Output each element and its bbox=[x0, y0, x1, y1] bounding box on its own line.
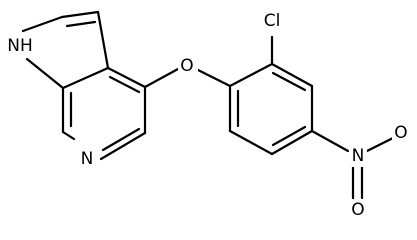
bond bbox=[61, 66, 110, 90]
atom-label-nitro-n: N bbox=[352, 146, 365, 166]
bond bbox=[60, 10, 100, 19]
label-background bbox=[3, 35, 37, 57]
bond bbox=[270, 129, 314, 156]
label-background bbox=[258, 9, 286, 33]
atom-label-nitro-o-top: O bbox=[394, 123, 407, 143]
bond bbox=[228, 129, 274, 156]
bond bbox=[270, 62, 314, 88]
bond bbox=[143, 67, 180, 89]
structure-diagram: NH N O Cl N O O bbox=[3, 9, 412, 221]
bond bbox=[61, 130, 76, 141]
atom-label-cl: Cl bbox=[264, 11, 281, 31]
bond bbox=[106, 66, 147, 89]
bond bbox=[96, 10, 110, 70]
bond bbox=[194, 67, 232, 88]
bond bbox=[99, 131, 147, 161]
label-background bbox=[178, 55, 198, 77]
bond-layer bbox=[21, 10, 395, 200]
bond bbox=[65, 20, 97, 28]
label-background bbox=[349, 145, 367, 167]
atom-label-pyridine-n: N bbox=[81, 149, 94, 169]
label-background bbox=[78, 148, 96, 170]
bond bbox=[25, 57, 65, 90]
bond bbox=[228, 62, 274, 88]
bond bbox=[271, 125, 307, 147]
bond bbox=[271, 71, 307, 92]
atom-label-nitro-o-bottom: O bbox=[351, 200, 364, 220]
bond bbox=[365, 136, 395, 153]
atom-label-ether-o: O bbox=[180, 56, 193, 76]
atom-label-nh: NH bbox=[7, 36, 33, 56]
bond bbox=[101, 127, 141, 152]
bond bbox=[310, 129, 350, 153]
bond bbox=[21, 15, 64, 33]
atom-layer: NH N O Cl N O O bbox=[3, 9, 412, 221]
label-background bbox=[392, 122, 412, 144]
label-background bbox=[348, 199, 368, 221]
bond bbox=[108, 75, 141, 94]
